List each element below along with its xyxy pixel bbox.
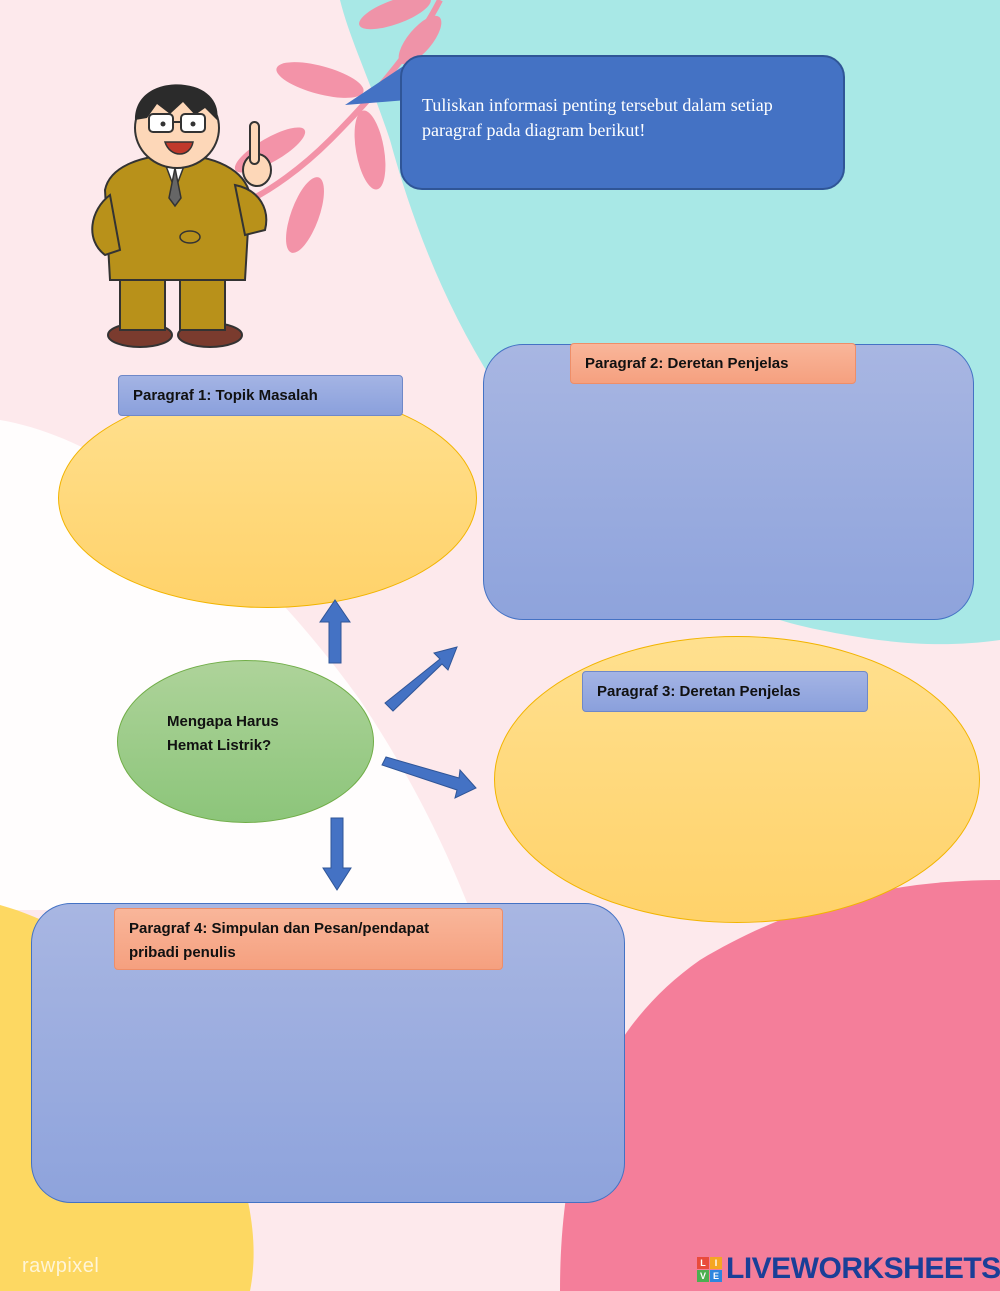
rawpixel-watermark: rawpixel (22, 1255, 100, 1277)
liveworksheets-brand-text: LIVEWORKSHEETS (726, 1252, 1000, 1285)
instruction-line-2: paragraf pada diagram berikut! (422, 120, 646, 140)
central-topic-line-1: Mengapa Harus (167, 713, 279, 730)
paragraph-1-answer-area[interactable] (58, 388, 477, 608)
paragraph-4-label-line-2: pribadi penulis (129, 944, 236, 961)
liveworksheets-logo-icon: L I V E (697, 1256, 722, 1282)
central-topic-ellipse (117, 660, 374, 823)
instruction-speech-bubble: Tuliskan informasi penting tersebut dala… (400, 55, 845, 190)
paragraph-4-label-line-1: Paragraf 4: Simpulan dan Pesan/pendapat (129, 920, 430, 937)
paragraph-1-label: Paragraf 1: Topik Masalah (118, 375, 403, 416)
paragraph-2-answer-area[interactable] (483, 344, 974, 620)
arrow-down-to-paragraph-4 (322, 817, 352, 891)
arrow-to-paragraph-2 (384, 646, 458, 712)
arrow-to-paragraph-3 (381, 756, 477, 799)
paragraph-2-label: Paragraf 2: Deretan Penjelas (570, 343, 856, 384)
teacher-character-illustration (91, 84, 272, 348)
central-topic-line-2: Hemat Listrik? (167, 737, 272, 754)
liveworksheets-brand[interactable]: L I V E LIVEWORKSHEETS (697, 1252, 1000, 1286)
instruction-line-1: Tuliskan informasi penting tersebut dala… (422, 95, 773, 115)
paragraph-4-label: Paragraf 4: Simpulan dan Pesan/pendapat … (114, 908, 503, 970)
speech-bubble-tail (345, 65, 407, 105)
paragraph-3-label: Paragraf 3: Deretan Penjelas (582, 671, 868, 712)
arrow-up-to-paragraph-1 (319, 599, 351, 664)
central-topic-text: Mengapa Harus Hemat Listrik? (167, 710, 327, 758)
